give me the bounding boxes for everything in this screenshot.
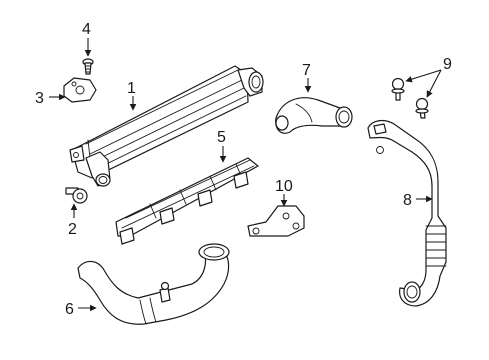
callout-5: 5 — [217, 129, 227, 163]
callout-label-1: 1 — [127, 80, 136, 97]
callout-9: 9 — [405, 56, 452, 98]
callout-1: 1 — [127, 80, 137, 111]
callout-6: 6 — [65, 301, 97, 318]
bracket-part-3 — [63, 77, 97, 103]
callout-label-5: 5 — [217, 129, 226, 146]
bolt-part-2 — [65, 187, 88, 204]
long-hose-part-8 — [367, 119, 447, 307]
callout-8: 8 — [403, 192, 433, 209]
callout-2: 2 — [68, 203, 78, 238]
callout-label-8: 8 — [403, 192, 412, 209]
callout-label-6: 6 — [65, 301, 74, 318]
callout-7: 7 — [302, 62, 312, 93]
bracket-part-10 — [247, 205, 305, 237]
callout-label-2: 2 — [68, 221, 77, 238]
lower-hose-part-6 — [77, 243, 230, 325]
intercooler-part — [69, 65, 264, 187]
deflector-part-5 — [115, 157, 259, 245]
fastener-part-9b — [415, 97, 429, 119]
callout-label-4: 4 — [82, 21, 91, 38]
callout-3: 3 — [35, 90, 66, 107]
callout-label-7: 7 — [302, 62, 311, 79]
callout-label-3: 3 — [35, 90, 44, 107]
callout-label-10: 10 — [275, 178, 293, 195]
upper-duct-part-7 — [275, 97, 353, 134]
callout-label-9: 9 — [443, 56, 452, 73]
callout-4: 4 — [82, 21, 92, 57]
fastener-part-9a — [391, 77, 405, 101]
callout-10: 10 — [275, 178, 293, 207]
screw-part-4 — [82, 58, 94, 75]
